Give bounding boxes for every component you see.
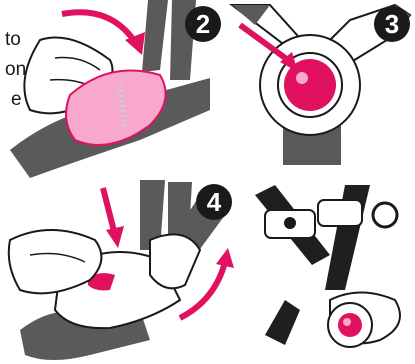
panel-release [255,185,400,347]
arrow-icon [62,12,135,42]
clip-icon [150,234,200,288]
release-button-icon [338,313,362,337]
step-number-3-icon: 3 [374,6,410,42]
strap-icon [142,0,168,72]
panel-step-2 [10,0,210,178]
step-number-4-icon: 4 [196,184,232,220]
step-number-2-icon: 2 [185,6,221,42]
arrow-down-icon [103,188,115,235]
